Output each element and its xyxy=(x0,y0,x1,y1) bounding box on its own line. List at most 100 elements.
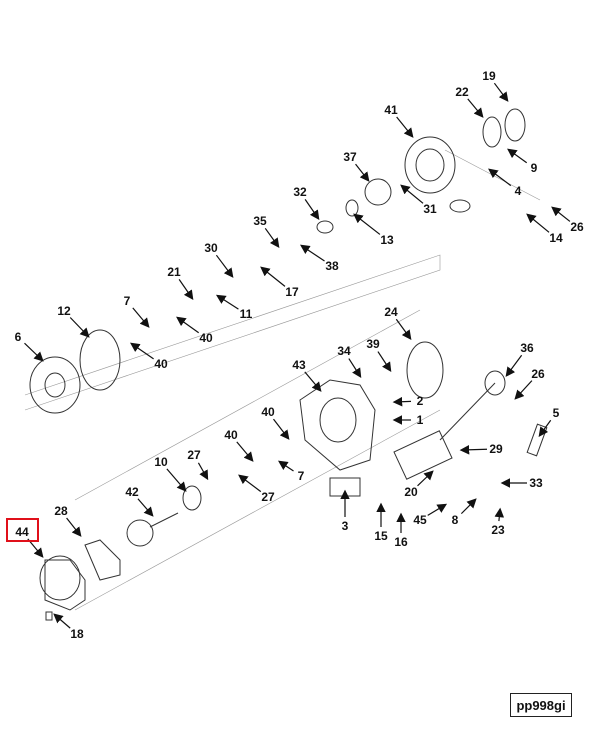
callout-label: 14 xyxy=(549,231,563,245)
callout-arrow xyxy=(132,307,150,328)
callout-arrow xyxy=(166,468,187,492)
highlight-box-44 xyxy=(6,518,39,542)
callout-36: 36 xyxy=(505,341,534,377)
callout-label: 35 xyxy=(253,214,267,228)
callout-18: 18 xyxy=(53,613,84,641)
callout-33: 33 xyxy=(500,476,543,490)
callout-label: 23 xyxy=(491,523,505,537)
callout-label: 36 xyxy=(520,341,534,355)
callout-arrow xyxy=(178,279,194,300)
callout-arrow xyxy=(526,213,550,233)
actuator xyxy=(393,370,548,480)
callout-arrow xyxy=(467,98,484,118)
callout-label: 45 xyxy=(413,513,427,527)
callout-label: 33 xyxy=(529,476,543,490)
callout-arrow xyxy=(400,184,424,204)
callout-arrow xyxy=(197,462,209,481)
callout-19: 19 xyxy=(482,69,509,102)
callout-arrow xyxy=(377,351,392,373)
callout-label: 4 xyxy=(515,184,522,198)
callout-26: 26 xyxy=(551,206,584,234)
callout-23: 23 xyxy=(491,507,505,537)
callout-arrow xyxy=(494,507,505,522)
callout-arrow xyxy=(260,266,286,287)
callout-label: 7 xyxy=(298,469,305,483)
callout-label: 22 xyxy=(455,85,469,99)
callout-label: 21 xyxy=(167,265,181,279)
callout-label: 43 xyxy=(292,358,306,372)
callout-6: 6 xyxy=(15,330,44,362)
callout-label: 29 xyxy=(489,442,503,456)
callout-label: 40 xyxy=(199,331,213,345)
callout-label: 18 xyxy=(70,627,84,641)
callout-arrow xyxy=(53,613,71,629)
callout-38: 38 xyxy=(300,244,339,273)
callout-20: 20 xyxy=(404,470,434,499)
callout-39: 39 xyxy=(366,337,392,373)
callout-3: 3 xyxy=(340,489,350,533)
callout-arrow xyxy=(395,318,412,340)
callout-label: 44 xyxy=(15,525,29,539)
callout-arrow xyxy=(459,444,488,455)
callout-40: 40 xyxy=(261,405,290,440)
callout-arrow xyxy=(304,371,322,392)
callout-arrow xyxy=(278,460,294,472)
callout-arrow xyxy=(493,82,509,102)
compressor-housing xyxy=(404,108,526,213)
callout-24: 24 xyxy=(384,305,412,340)
callout-label: 20 xyxy=(404,485,418,499)
callout-label: 6 xyxy=(15,330,22,344)
callout-arrow xyxy=(505,354,523,377)
compressor-wheel xyxy=(316,178,392,234)
callout-label: 11 xyxy=(240,307,253,321)
callout-label: 38 xyxy=(325,259,339,273)
callout-arrow xyxy=(69,317,90,338)
callout-15: 15 xyxy=(374,502,388,543)
bearing-housing-6 xyxy=(29,329,121,414)
guide-lines xyxy=(24,149,541,611)
callout-arrow xyxy=(392,396,412,407)
callout-arrow xyxy=(236,441,254,462)
callout-label: 39 xyxy=(366,337,380,351)
callout-label: 41 xyxy=(384,103,398,117)
callout-7: 7 xyxy=(124,294,150,328)
callout-label: 5 xyxy=(553,406,560,420)
callout-label: 17 xyxy=(285,285,299,299)
callout-5: 5 xyxy=(538,406,560,437)
callout-35: 35 xyxy=(253,214,280,248)
callout-label: 19 xyxy=(482,69,496,83)
callout-label: 9 xyxy=(531,161,538,175)
callout-8: 8 xyxy=(452,498,477,527)
callout-arrow xyxy=(273,418,290,440)
callout-40: 40 xyxy=(130,342,168,371)
callout-30: 30 xyxy=(204,241,234,278)
callout-27: 27 xyxy=(238,474,275,504)
callout-label: 37 xyxy=(343,150,357,164)
callout-label: 7 xyxy=(124,294,131,308)
callout-label: 34 xyxy=(337,344,351,358)
callout-12: 12 xyxy=(57,304,90,338)
callout-4: 4 xyxy=(488,168,522,198)
reference-code: pp998gi xyxy=(510,693,572,717)
turbine-wheel xyxy=(126,485,202,547)
callout-label: 31 xyxy=(423,202,437,216)
callout-arrow xyxy=(176,316,200,334)
callout-label: 30 xyxy=(204,241,218,255)
callout-label: 28 xyxy=(54,504,68,518)
callout-arrow xyxy=(353,213,381,235)
callout-label: 15 xyxy=(374,529,388,543)
callout-label: 27 xyxy=(261,490,275,504)
callout-1: 1 xyxy=(392,413,424,427)
callout-arrow xyxy=(348,358,362,379)
callout-21: 21 xyxy=(167,265,194,300)
callout-arrow xyxy=(507,148,528,164)
callout-label: 42 xyxy=(125,485,139,499)
callout-arrow xyxy=(488,168,512,187)
callout-10: 10 xyxy=(154,455,187,492)
callout-arrow xyxy=(355,163,370,182)
callout-label: 27 xyxy=(187,448,201,462)
callout-arrow xyxy=(538,419,552,437)
callout-label: 12 xyxy=(57,304,71,318)
callout-label: 40 xyxy=(261,405,275,419)
